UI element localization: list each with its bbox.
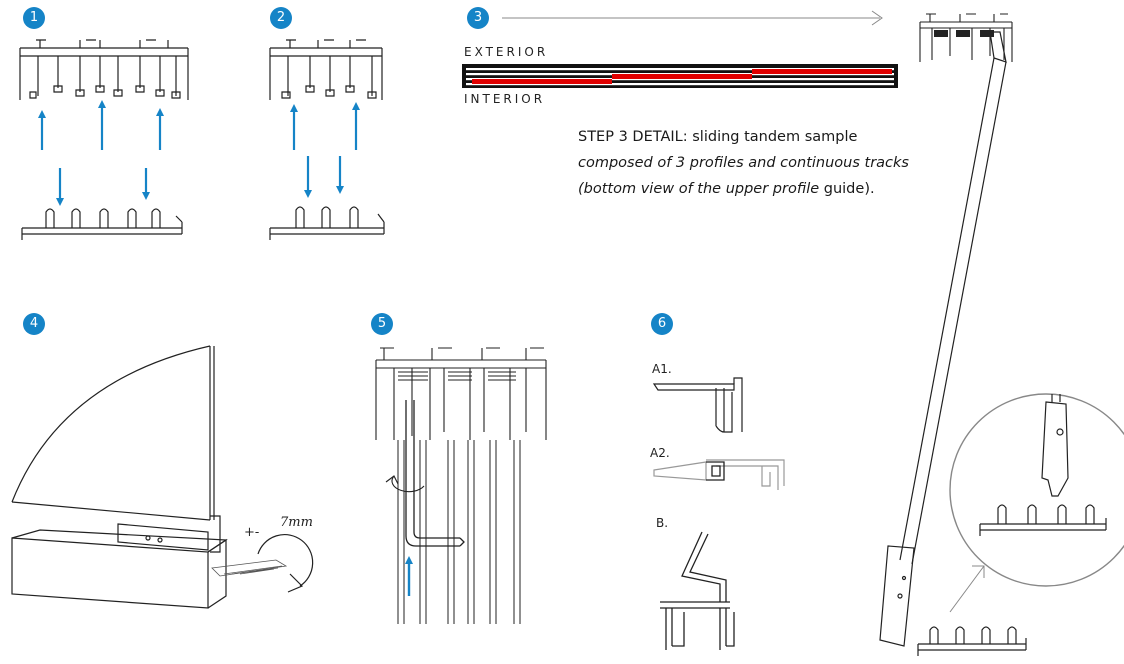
detail-pointer xyxy=(949,565,985,613)
step-4-badge: 4 xyxy=(23,313,45,335)
detail-clip xyxy=(1041,394,1069,497)
step4-base-track xyxy=(11,515,228,609)
step2-arrows-down xyxy=(304,156,344,198)
step5-vertical-panels xyxy=(397,440,521,624)
detail-italic: composed of 3 profiles and continuous tr… xyxy=(578,155,909,197)
long-profile-bar xyxy=(879,31,1007,647)
detail-circle xyxy=(949,393,1124,587)
step3-arrow xyxy=(502,10,883,26)
step5-rotation xyxy=(385,475,425,493)
step3-upper-profile xyxy=(919,13,1013,62)
step6-a1-profile xyxy=(652,377,743,433)
step6-b-profile xyxy=(660,531,735,650)
step-1-badge: 1 xyxy=(23,7,45,29)
interior-label: INTERIOR xyxy=(464,92,546,106)
step2-arrows-up xyxy=(290,102,360,150)
step1-arrows-down xyxy=(56,168,150,206)
step2-lower-profile xyxy=(269,206,385,240)
step-3-badge: 3 xyxy=(467,7,489,29)
detail-lower-profile xyxy=(979,504,1107,536)
step1-upper-profile xyxy=(19,39,189,100)
step4-rotation-arrow xyxy=(257,534,314,593)
step-6-badge: 6 xyxy=(651,313,673,335)
step6-a2-profile xyxy=(653,459,785,490)
detail-close: ). xyxy=(864,181,875,197)
step2-upper-profile xyxy=(269,39,383,100)
step4-threshold-hatch xyxy=(211,559,288,577)
detail-end: guide xyxy=(823,181,865,197)
step3-upper-brushes xyxy=(934,30,994,37)
step-2-badge: 2 xyxy=(270,7,292,29)
step5-allen-key xyxy=(405,400,465,547)
detail-lead: sliding tandem sample xyxy=(687,129,858,145)
label-b: B. xyxy=(656,516,669,530)
detail-heading: STEP 3 DETAIL: xyxy=(578,129,688,145)
step3-tracks-sample xyxy=(462,64,898,88)
label-a1: A1. xyxy=(652,362,672,376)
step5-upper-profile xyxy=(375,347,547,440)
step6-a2-fastener xyxy=(706,461,725,481)
exterior-label: EXTERIOR xyxy=(464,45,549,59)
step4-measure: 7mm xyxy=(280,515,313,530)
step-5-badge: 5 xyxy=(371,313,393,335)
step1-arrows-up xyxy=(38,100,164,150)
step4-door-panel xyxy=(11,345,215,521)
bottom-lower-profile xyxy=(917,626,1027,656)
step1-lower-profile xyxy=(21,208,183,240)
step3-detail-text: STEP 3 DETAIL: sliding tandem sample com… xyxy=(578,124,923,202)
label-a2: A2. xyxy=(650,446,670,460)
step4-plusminus: +- xyxy=(244,525,260,540)
